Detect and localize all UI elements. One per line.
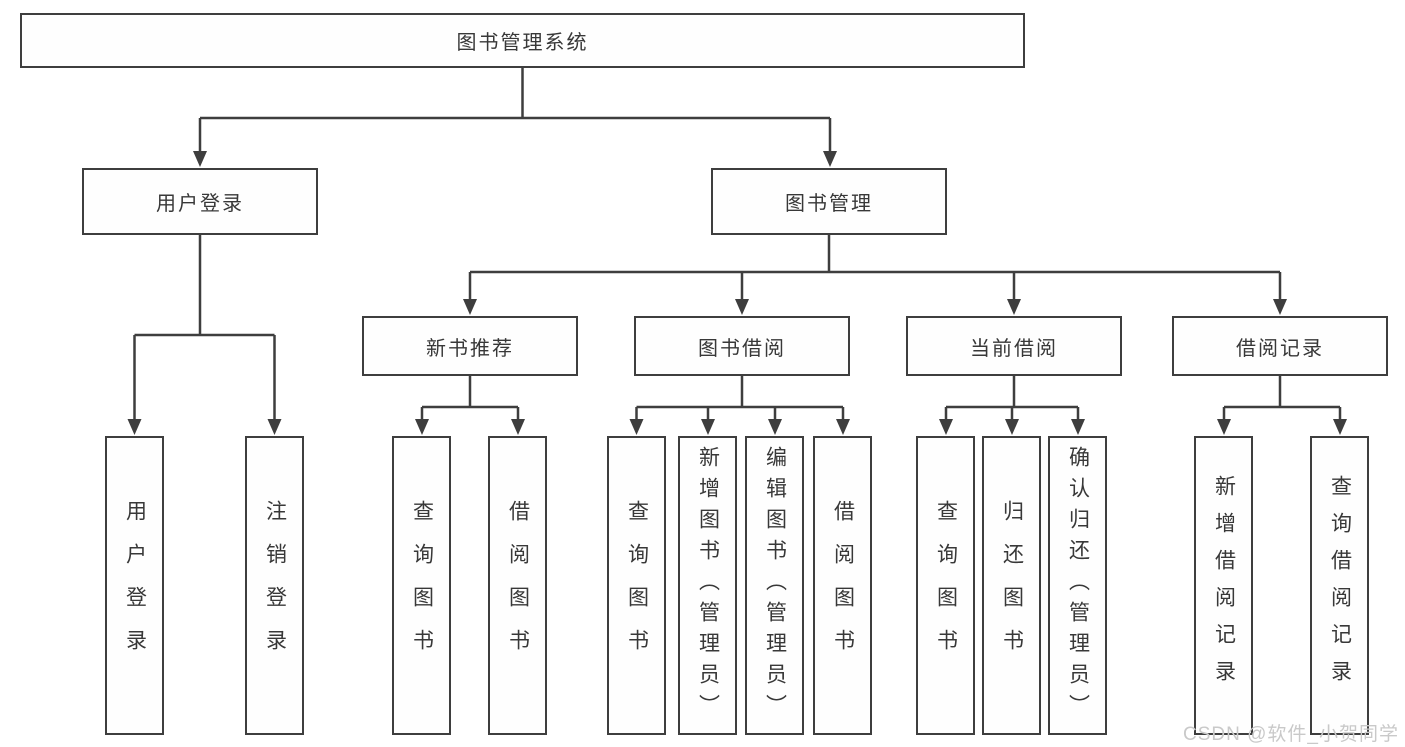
leaf-cb-confirm-return-admin-label: 确认归还（管理员） <box>1066 446 1090 725</box>
node-root-label: 图书管理系统 <box>456 32 589 54</box>
node-user-login-label: 用户登录 <box>156 193 244 215</box>
arrowhead <box>127 419 142 435</box>
node-book-mgmt-label: 图书管理 <box>785 193 873 215</box>
leaf-bb-borrow-book: 借阅图书 <box>813 436 872 735</box>
arrowhead <box>836 419 850 435</box>
connector-borrow-record-children <box>1217 376 1347 435</box>
leaf-bb-add-book-admin: 新增图书（管理员） <box>678 436 737 735</box>
csdn-watermark: CSDN @软件_小贺同学 <box>1183 724 1399 745</box>
leaf-nbr-query-book-label: 查询图书 <box>410 499 434 672</box>
node-current-borrow: 当前借阅 <box>906 316 1122 376</box>
arrowhead <box>939 419 953 435</box>
node-root: 图书管理系统 <box>20 13 1025 68</box>
arrowhead <box>415 419 429 435</box>
arrowhead <box>511 419 525 435</box>
arrowhead <box>267 419 282 435</box>
arrowhead <box>193 151 207 167</box>
leaf-cb-return-book: 归还图书 <box>982 436 1041 735</box>
leaf-nbr-query-book: 查询图书 <box>392 436 451 735</box>
connector-book-mgmt-children <box>463 235 1287 315</box>
node-book-mgmt: 图书管理 <box>711 168 947 235</box>
node-borrow-record: 借阅记录 <box>1172 316 1388 376</box>
leaf-nbr-borrow-book: 借阅图书 <box>488 436 547 735</box>
arrowhead <box>735 299 749 315</box>
connector-new-book-rec-children <box>415 376 525 435</box>
leaf-br-query-record: 查询借阅记录 <box>1310 436 1369 735</box>
arrowhead <box>1273 299 1287 315</box>
leaf-br-add-record-label: 新增借阅记录 <box>1212 474 1236 697</box>
node-user-login: 用户登录 <box>82 168 318 235</box>
arrowhead <box>1007 299 1021 315</box>
connector-book-borrow-children <box>629 376 850 435</box>
arrowhead <box>1005 419 1019 435</box>
arrowhead <box>629 419 644 435</box>
leaf-cb-return-book-label: 归还图书 <box>1000 499 1024 672</box>
leaf-bb-query-book-label: 查询图书 <box>625 499 649 672</box>
leaf-br-query-record-label: 查询借阅记录 <box>1328 474 1352 697</box>
arrowhead <box>1217 419 1231 435</box>
arrowhead <box>1333 419 1347 435</box>
leaf-nbr-borrow-book-label: 借阅图书 <box>506 499 530 672</box>
arrowhead <box>768 419 782 435</box>
leaf-cb-confirm-return-admin: 确认归还（管理员） <box>1048 436 1107 735</box>
node-new-book-rec-label: 新书推荐 <box>426 337 514 360</box>
leaf-br-add-record: 新增借阅记录 <box>1194 436 1253 735</box>
leaf-user-login-label: 用户登录 <box>123 499 147 672</box>
node-book-borrow: 图书借阅 <box>634 316 850 376</box>
leaf-bb-edit-book-admin: 编辑图书（管理员） <box>745 436 804 735</box>
leaf-logout: 注销登录 <box>245 436 304 735</box>
node-current-borrow-label: 当前借阅 <box>970 337 1058 360</box>
node-borrow-record-label: 借阅记录 <box>1236 337 1324 360</box>
leaf-bb-borrow-book-label: 借阅图书 <box>831 499 855 672</box>
connector-user-login-children <box>127 235 282 435</box>
leaf-cb-query-book: 查询图书 <box>916 436 975 735</box>
connector-root-to-level2 <box>193 68 837 167</box>
arrowhead <box>823 151 837 167</box>
leaf-cb-query-book-label: 查询图书 <box>934 499 958 672</box>
leaf-user-login: 用户登录 <box>105 436 164 735</box>
leaf-logout-label: 注销登录 <box>263 499 287 672</box>
node-new-book-rec: 新书推荐 <box>362 316 578 376</box>
connector-current-borrow-children <box>939 376 1085 435</box>
leaf-bb-edit-book-admin-label: 编辑图书（管理员） <box>763 446 787 725</box>
arrowhead <box>701 419 715 435</box>
leaf-bb-query-book: 查询图书 <box>607 436 666 735</box>
leaf-bb-add-book-admin-label: 新增图书（管理员） <box>696 446 720 725</box>
arrowhead <box>463 299 477 315</box>
arrowhead <box>1071 419 1085 435</box>
node-book-borrow-label: 图书借阅 <box>698 337 786 360</box>
